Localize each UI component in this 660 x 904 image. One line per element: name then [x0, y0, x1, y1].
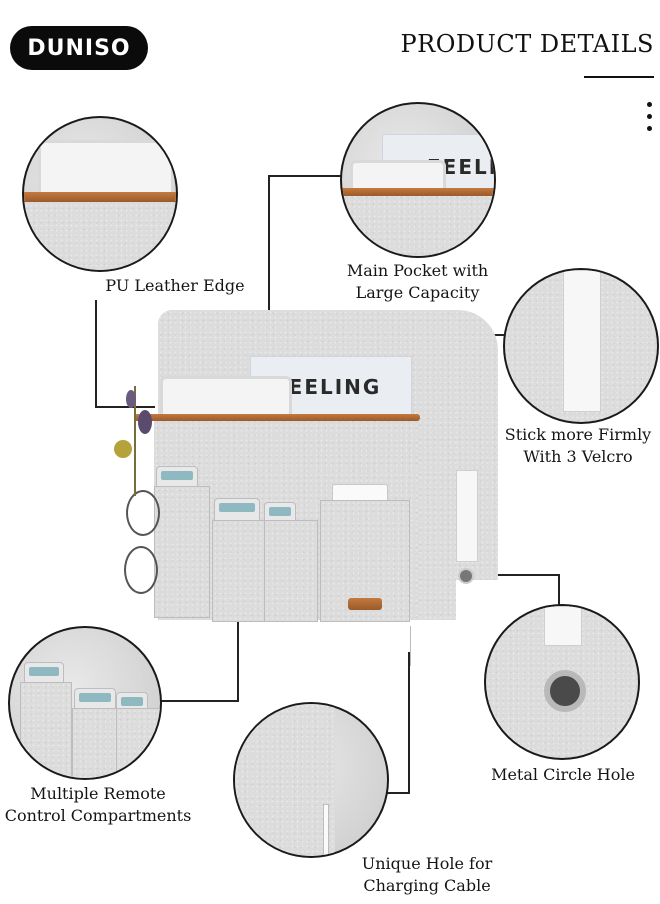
feature-label-remote-compartments: Multiple Remote Control Compartments [4, 784, 192, 825]
leather-strip [342, 188, 494, 196]
connector-line [158, 700, 239, 702]
remote-pocket [154, 486, 210, 618]
velcro-strip [456, 470, 478, 562]
feature-label-charging-hole: Unique Hole for Charging Cable [361, 854, 493, 895]
remote-pocket [116, 708, 160, 778]
feature-label-main-pocket: Main Pocket with Large Capacity [346, 261, 489, 302]
connector-line [95, 300, 97, 408]
product-organizer: FEELING [114, 310, 510, 666]
flower-icon [126, 390, 136, 408]
connector-line [237, 562, 239, 702]
brand-logo: DUNISO [10, 26, 148, 70]
flower-icon [114, 440, 132, 458]
zoom-circle-main-pocket: FEELIN [340, 102, 496, 258]
connector-line [384, 792, 410, 794]
metal-hole-icon [458, 568, 474, 584]
feature-label-metal-hole: Metal Circle Hole [491, 765, 635, 784]
felt-texture [342, 194, 494, 256]
flower-stem-icon [134, 386, 136, 496]
remote-pocket [264, 520, 318, 622]
felt-texture [24, 198, 176, 270]
feature-label-pu-leather: PU Leather Edge [105, 276, 245, 295]
connector-line [95, 406, 155, 408]
charging-cable [323, 804, 329, 856]
connector-line [408, 652, 410, 794]
zoom-circle-remote-compartments [8, 626, 162, 780]
leather-strip [24, 192, 176, 202]
remote-pocket [212, 520, 266, 622]
glasses-icon [124, 546, 158, 594]
flower-icon [138, 410, 152, 434]
connector-line [268, 175, 342, 177]
felt-texture [235, 704, 335, 856]
metal-hole-icon [544, 670, 586, 712]
charging-cable [410, 626, 413, 666]
remote-pocket [20, 682, 72, 778]
connector-line [470, 574, 560, 576]
brand-tag [348, 598, 382, 610]
more-options-icon[interactable] [647, 102, 653, 138]
page-title: PRODUCT DETAILS [400, 30, 654, 58]
velcro-strip [563, 270, 601, 412]
remote-pocket [72, 708, 118, 778]
zoom-circle-leather-edge [22, 116, 178, 272]
glasses-icon [126, 490, 160, 536]
title-underline [584, 76, 654, 78]
zoom-circle-metal-hole [484, 604, 640, 760]
phone-pocket [320, 500, 410, 622]
connector-line [268, 175, 270, 360]
leather-edge [134, 414, 420, 421]
zoom-circle-charging-hole [233, 702, 389, 858]
velcro-strip [544, 606, 582, 646]
feature-label-velcro: Stick more Firmly With 3 Velcro [504, 425, 652, 466]
connector-line [558, 574, 560, 608]
zoom-circle-velcro [503, 268, 659, 424]
